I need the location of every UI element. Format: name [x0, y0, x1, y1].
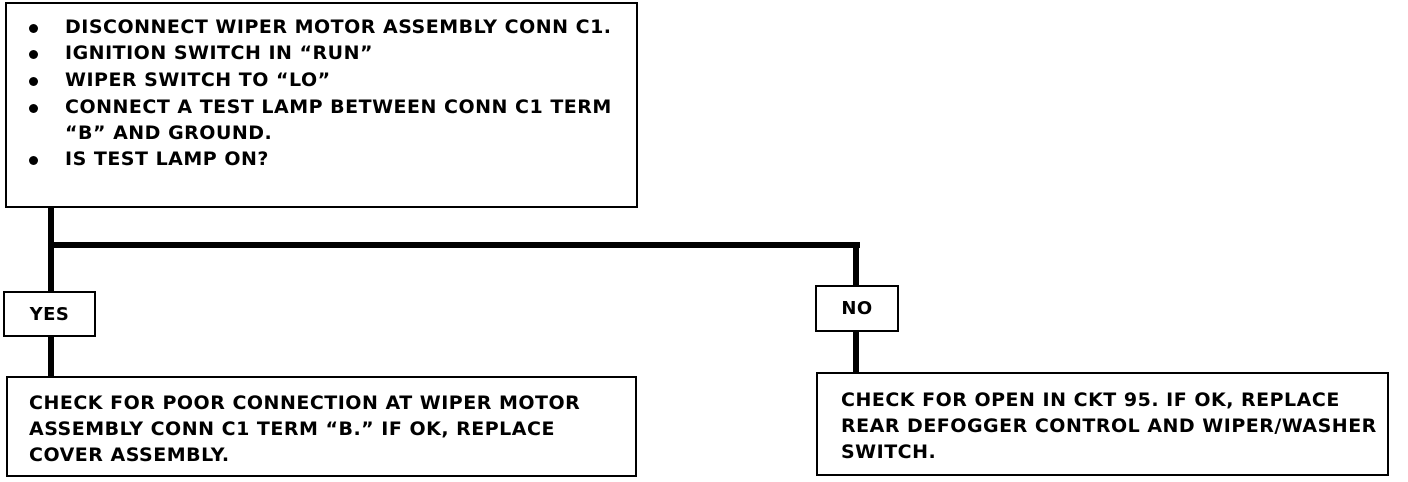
- no-result-text: CHECK FOR OPEN IN CKT 95. IF OK, REPLACE…: [841, 389, 1377, 463]
- no-label: NO: [841, 298, 873, 319]
- test-steps-list: DISCONNECT WIPER MOTOR ASSEMBLY CONN C1.…: [7, 4, 636, 172]
- test-step: CONNECT A TEST LAMP BETWEEN CONN C1 TERM…: [7, 94, 613, 146]
- yes-result-text: CHECK FOR POOR CONNECTION AT WIPER MOTOR…: [29, 392, 581, 466]
- test-step-text: DISCONNECT WIPER MOTOR ASSEMBLY CONN C1.: [65, 16, 612, 38]
- test-step-text: IGNITION SWITCH IN “RUN”: [65, 42, 373, 64]
- yes-result-box: CHECK FOR POOR CONNECTION AT WIPER MOTOR…: [6, 376, 637, 477]
- connector-no-drop: [853, 242, 859, 287]
- connector-no-to-result: [853, 330, 859, 374]
- connector-trunk: [48, 206, 54, 293]
- test-step: IGNITION SWITCH IN “RUN”: [7, 40, 613, 66]
- test-step-text: WIPER SWITCH TO “LO”: [65, 69, 331, 91]
- yes-label: YES: [29, 303, 70, 325]
- connector-horizontal: [48, 242, 860, 248]
- test-step: WIPER SWITCH TO “LO”: [7, 67, 613, 93]
- yes-label-box: YES: [3, 291, 96, 337]
- bullet-icon: [29, 104, 38, 113]
- bullet-icon: [29, 156, 38, 165]
- test-step: DISCONNECT WIPER MOTOR ASSEMBLY CONN C1.: [7, 14, 613, 40]
- test-question-text: IS TEST LAMP ON?: [65, 148, 269, 170]
- connector-yes-to-result: [48, 335, 54, 378]
- test-step-text: CONNECT A TEST LAMP BETWEEN CONN C1 TERM…: [65, 96, 612, 144]
- test-step: IS TEST LAMP ON?: [7, 146, 613, 172]
- test-steps-box: DISCONNECT WIPER MOTOR ASSEMBLY CONN C1.…: [5, 2, 638, 208]
- bullet-icon: [29, 24, 38, 33]
- no-label-box: NO: [815, 285, 899, 332]
- no-result-box: CHECK FOR OPEN IN CKT 95. IF OK, REPLACE…: [816, 372, 1389, 476]
- bullet-icon: [29, 50, 38, 59]
- bullet-icon: [29, 77, 38, 86]
